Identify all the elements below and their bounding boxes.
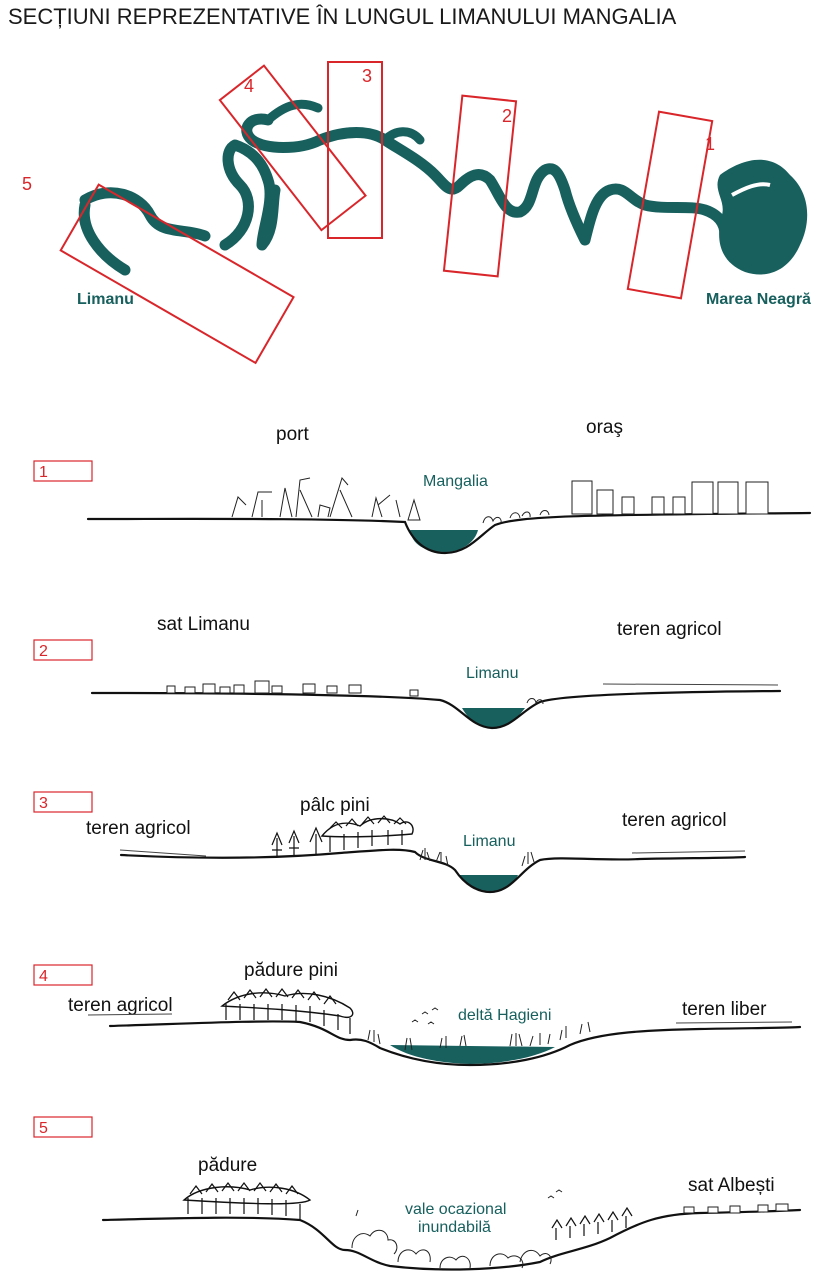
- section-frame-number: 3: [362, 66, 372, 86]
- left-land-label: teren agricol: [68, 995, 173, 1016]
- water-label-line1: vale ocazional: [405, 1201, 506, 1218]
- forest: [182, 1182, 312, 1220]
- mouth-channel: [731, 182, 771, 197]
- center-land-label: pâlc pini: [300, 795, 370, 816]
- section-frame-number: 2: [502, 106, 512, 126]
- left-land-label: pădure: [198, 1155, 257, 1176]
- pine-forest: [220, 988, 354, 1034]
- section-number: 4: [39, 968, 48, 985]
- section-1: 1 port oraş Mangalia: [33, 417, 812, 555]
- section-4: 4 teren agricol pădure pini teren liber …: [33, 960, 802, 1067]
- right-land-label: teren liber: [682, 999, 767, 1020]
- lagoon-branch: [263, 99, 425, 145]
- section-frame-5: 5: [22, 174, 295, 365]
- water-body: [458, 875, 518, 891]
- water-label: Limanu: [463, 833, 515, 850]
- valley-shrubs: [351, 1189, 563, 1269]
- water-body: [390, 1045, 555, 1064]
- section-frame-1: 1: [626, 110, 715, 300]
- section-number-box: [33, 791, 93, 813]
- birds: [411, 1007, 439, 1025]
- shrubs: [482, 510, 550, 524]
- city-buildings: [571, 480, 769, 515]
- lagoon-mouth: [717, 159, 808, 275]
- section-number-box: [33, 639, 93, 661]
- section-frame-number: 4: [244, 76, 254, 96]
- section-number: 3: [39, 795, 48, 812]
- ground-profile: [90, 689, 782, 730]
- section-number: 2: [39, 643, 48, 660]
- field-line: [602, 683, 779, 686]
- ground-profile: [108, 1020, 802, 1067]
- section-frame-number: 5: [22, 174, 32, 194]
- section-frame-3: 3: [327, 61, 383, 239]
- right-land-label: sat Albești: [688, 1175, 775, 1196]
- left-land-label: sat Limanu: [157, 614, 250, 635]
- section-number-box: [33, 964, 93, 986]
- section-frame-number: 1: [705, 134, 715, 154]
- section-frame-2: 2: [442, 94, 518, 278]
- section-number-box: [33, 460, 93, 482]
- left-land-label: port: [276, 424, 309, 445]
- water-label: Mangalia: [423, 473, 488, 490]
- left-land-label: teren agricol: [86, 818, 191, 839]
- reeds: [419, 848, 535, 867]
- water-label-line2: inundabilă: [418, 1219, 491, 1236]
- shrubs: [526, 698, 544, 705]
- village-houses: [683, 1203, 789, 1214]
- center-land-label: pădure pini: [244, 960, 338, 981]
- lagoon-map: 5 4 3 2 1 Limanu Marea Neagră: [22, 61, 811, 365]
- section-2: 2 sat Limanu teren agricol Limanu: [33, 614, 782, 730]
- water-label: deltă Hagieni: [458, 1007, 551, 1024]
- field-line: [631, 850, 746, 854]
- water-label: Limanu: [466, 665, 518, 682]
- pine-grove: [271, 815, 414, 857]
- ground-profile: [86, 511, 812, 555]
- right-land-label: teren agricol: [622, 810, 727, 831]
- section-number-box: [33, 1116, 93, 1138]
- section-5: 5 pădure sat Albești vale ocazional inun…: [33, 1116, 802, 1271]
- ground-profile: [119, 848, 747, 894]
- reeds: [367, 1021, 591, 1051]
- map-label-limanu: Limanu: [77, 291, 134, 308]
- field-line: [675, 1021, 793, 1024]
- field-line: [119, 849, 207, 857]
- section-number: 1: [39, 464, 48, 481]
- section-number: 5: [39, 1120, 48, 1137]
- section-3: 3 teren agricol pâlc pini teren agricol …: [33, 791, 747, 894]
- section-frame-4: 4: [218, 64, 367, 232]
- map-label-black-sea: Marea Neagră: [706, 291, 811, 308]
- village-houses: [166, 680, 419, 697]
- field-line: [87, 1013, 173, 1016]
- right-land-label: oraş: [586, 417, 623, 438]
- right-land-label: teren agricol: [617, 619, 722, 640]
- water-body: [410, 530, 478, 552]
- page-title: SECȚIUNI REPREZENTATIVE ÎN LUNGUL LIMANU…: [8, 4, 677, 29]
- port-cranes: [231, 476, 421, 521]
- right-pines: [551, 1206, 633, 1240]
- lagoon-river: [78, 113, 731, 276]
